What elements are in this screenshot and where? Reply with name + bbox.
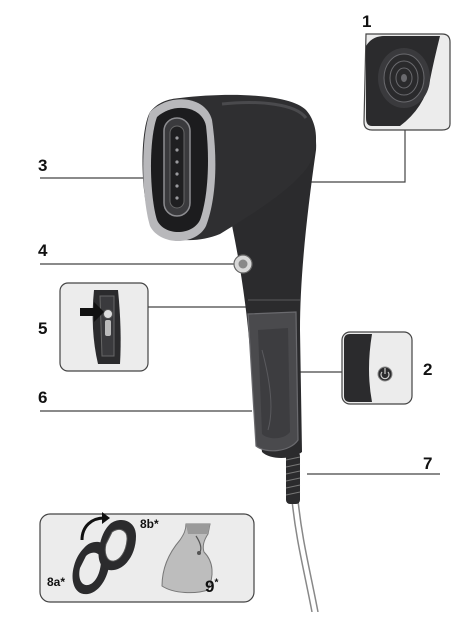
inset-1-nozzle [363, 33, 451, 131]
label-5: 5 [38, 319, 48, 338]
steamer-body [142, 94, 317, 458]
label-9-number: 9 [205, 577, 215, 596]
release-arrow [80, 302, 104, 322]
swap-arrow [80, 516, 105, 541]
inset-5-tank-release [59, 282, 149, 372]
label-2: 2 [423, 360, 433, 379]
label-6: 6 [38, 388, 48, 407]
label-8a: 8a* [47, 575, 66, 589]
storage-bag-9 [161, 523, 213, 594]
brush-8b [98, 520, 136, 571]
leader-line-1 [302, 130, 406, 183]
label-9: 9* [205, 578, 218, 595]
inset-2-power [341, 331, 413, 405]
power-cord [285, 452, 319, 613]
label-4: 4 [38, 241, 48, 260]
accessory-panel [39, 512, 255, 603]
label-3: 3 [38, 156, 48, 175]
label-1: 1 [362, 12, 372, 31]
label-9-asterisk: * [214, 577, 219, 589]
label-7: 7 [423, 454, 433, 473]
leader-lines [40, 130, 440, 475]
label-8b: 8b* [140, 517, 159, 531]
